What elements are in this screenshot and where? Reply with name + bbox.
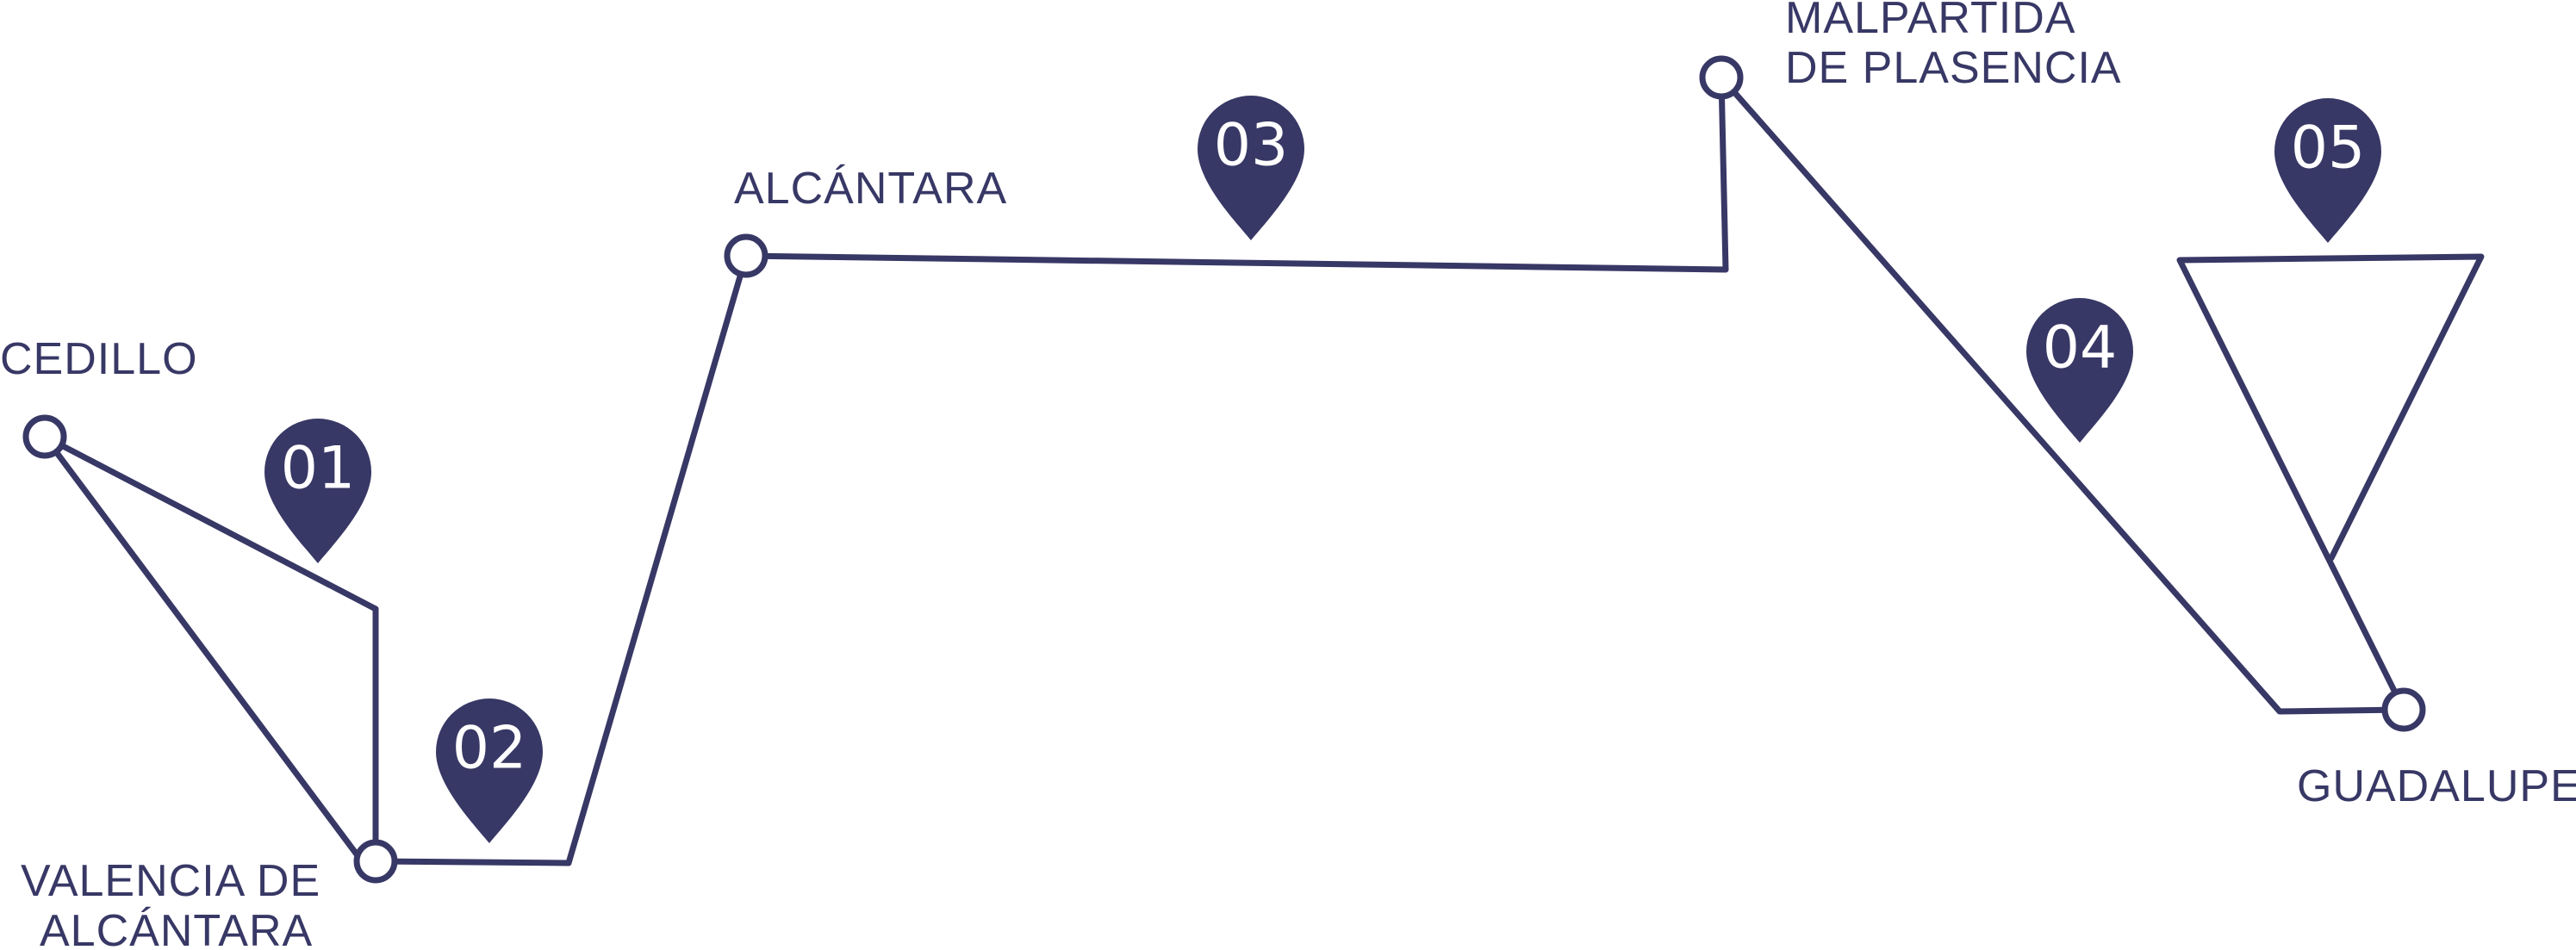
route-stage-04: [1718, 74, 2407, 715]
stage-number-05: 05: [2291, 115, 2366, 183]
node-cedillo[interactable]: [22, 414, 67, 459]
label-alcantara: ALCÁNTARA: [734, 164, 1007, 214]
stage-pin-03[interactable]: 03: [1198, 96, 1304, 240]
map-pin-icon: [1198, 96, 1304, 240]
map-pin-icon: [264, 419, 371, 563]
map-pin-icon: [2274, 98, 2381, 243]
label-valencia-line-1: VALENCIA DE: [21, 856, 320, 906]
route-lines: [41, 74, 2485, 866]
stage-number-03: 03: [1214, 112, 1289, 180]
node-malpartida-de-plasencia[interactable]: [1699, 55, 1744, 100]
stage-number-01: 01: [281, 435, 356, 503]
route-stage-05: [2176, 253, 2485, 713]
stage-pins: 01 02 03 04 05: [264, 96, 2381, 843]
stage-pin-05[interactable]: 05: [2274, 98, 2381, 243]
stage-pin-01[interactable]: 01: [264, 419, 371, 563]
stage-pin-04[interactable]: 04: [2026, 298, 2133, 443]
town-nodes: [22, 55, 2426, 884]
route-stage-02: [372, 252, 750, 866]
label-malpartida-line-2: DE PLASENCIA: [1785, 43, 2122, 93]
label-guadalupe: GUADALUPE: [2297, 761, 2576, 811]
route-stage-03: [743, 74, 1729, 273]
label-cedillo: CEDILLO: [0, 334, 198, 384]
stage-pin-02[interactable]: 02: [436, 699, 543, 843]
map-pin-icon: [436, 699, 543, 843]
node-valencia-de-alcantara[interactable]: [353, 839, 398, 884]
label-valencia-line-2: ALCÁNTARA: [40, 906, 313, 950]
node-alcantara[interactable]: [724, 233, 768, 278]
stage-number-02: 02: [452, 715, 527, 783]
stage-number-04: 04: [2043, 314, 2118, 382]
label-malpartida-line-1: MALPARTIDA: [1785, 0, 2076, 43]
node-guadalupe[interactable]: [2381, 687, 2426, 732]
map-pin-icon: [2026, 298, 2133, 443]
